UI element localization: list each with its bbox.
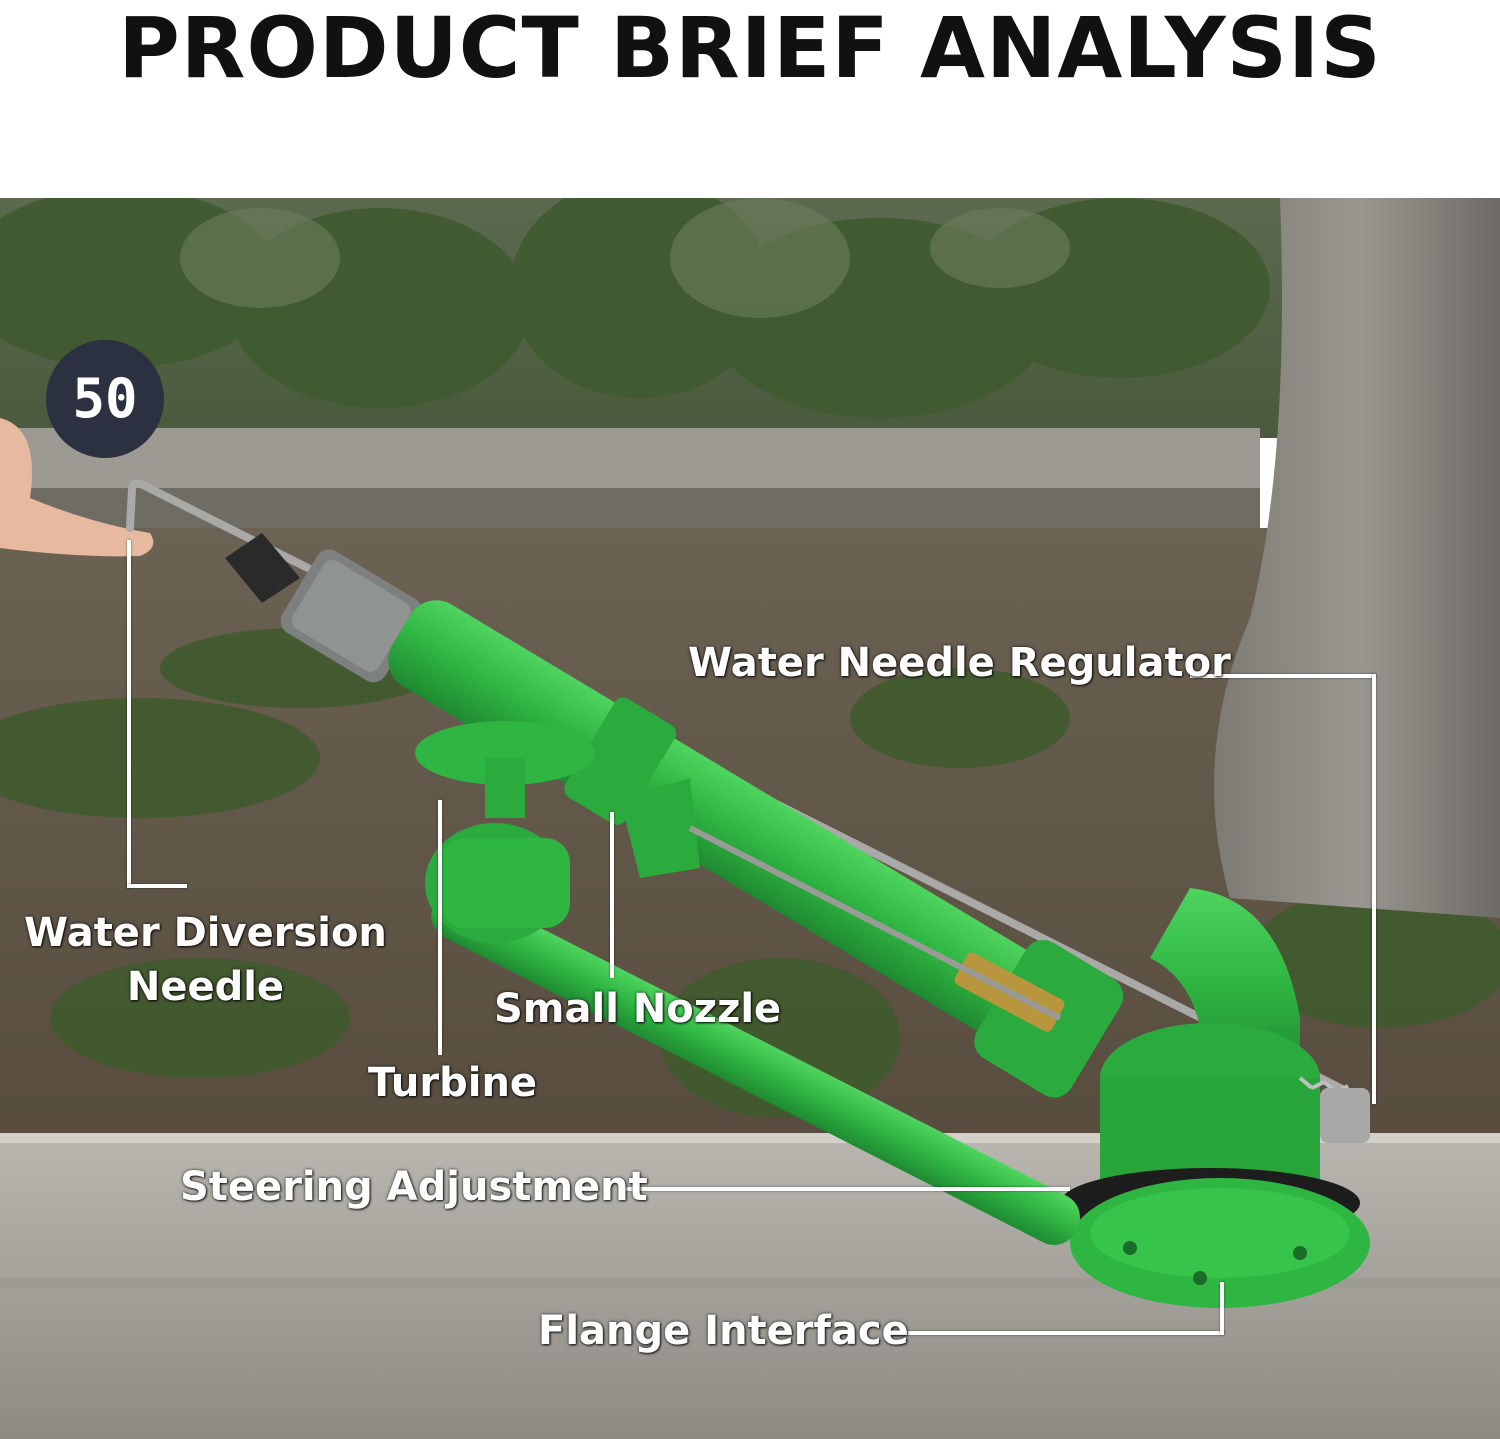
leader-line-turbine — [438, 800, 442, 1055]
label-water-diversion-needle-line1: Water Diversion — [24, 910, 387, 956]
number-badge: 50 — [46, 340, 164, 458]
label-turbine: Turbine — [368, 1060, 538, 1106]
leader-line-water-needle-regulator-v — [1372, 674, 1376, 1104]
label-steering-adjustment: Steering Adjustment — [180, 1164, 648, 1210]
label-flange-interface: Flange Interface — [538, 1308, 909, 1354]
product-photo — [0, 198, 1500, 1439]
label-water-needle-regulator: Water Needle Regulator — [688, 640, 1231, 686]
leader-line-water-needle-regulator-h — [1190, 674, 1376, 678]
page-title: PRODUCT BRIEF ANALYSIS — [118, 0, 1382, 97]
label-water-diversion-needle-line2: Needle — [126, 964, 285, 1010]
leader-line-flange-interface-h — [892, 1331, 1224, 1335]
sprinkler-gun-illustration — [0, 198, 1500, 1439]
label-small-nozzle: Small Nozzle — [494, 986, 782, 1032]
label-water-diversion-needle: Water Diversion Needle — [24, 906, 387, 1014]
leader-line-water-diversion-needle-v — [127, 540, 131, 888]
leader-line-flange-interface-v — [1220, 1282, 1224, 1335]
leader-line-water-diversion-needle-h — [127, 884, 187, 888]
leader-line-small-nozzle — [610, 812, 614, 978]
leader-line-steering-adjustment — [620, 1187, 1070, 1191]
